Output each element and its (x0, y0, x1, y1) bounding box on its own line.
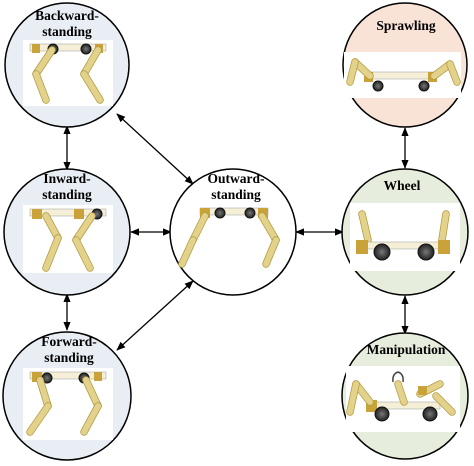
node-outward-standing: Outward- standing (169, 168, 297, 296)
node-label-line1: Inward- (43, 171, 90, 186)
node-label-line1: Manipulation (367, 342, 446, 357)
sprawling-robot-icon (344, 52, 461, 98)
forward-standing-robot-icon (23, 368, 113, 440)
node-label-line2: standing (44, 350, 94, 365)
node-forward-standing: Forward- standing (2, 331, 132, 461)
node-label-line1: Forward- (41, 334, 96, 349)
node-label-line2: standing (42, 187, 92, 202)
arrow-backward-outward (116, 113, 194, 185)
node-inward-standing: Inward- standing (3, 168, 131, 296)
node-label-line2: standing (42, 24, 92, 39)
node-sprawling: Sprawling (342, 2, 468, 128)
wheel-mode-robot-icon (350, 203, 460, 271)
node-label-line1: Outward- (208, 171, 265, 186)
node-label-line1: Sprawling (376, 18, 436, 33)
node-wheel: Wheel (341, 168, 469, 296)
arrow-forward-outward (116, 280, 194, 351)
outward-standing-robot-icon (178, 207, 280, 268)
node-backward-standing: Backward- standing (4, 2, 130, 128)
connectors (63, 113, 409, 351)
manipulation-robot-icon (346, 366, 460, 432)
node-label-line2: standing (211, 187, 261, 202)
node-label-line1: Wheel (384, 178, 421, 193)
backward-standing-robot-icon (23, 40, 113, 106)
inward-standing-robot-icon (23, 205, 113, 273)
node-manipulation: Manipulation (341, 332, 469, 460)
node-label-line1: Backward- (35, 8, 99, 23)
